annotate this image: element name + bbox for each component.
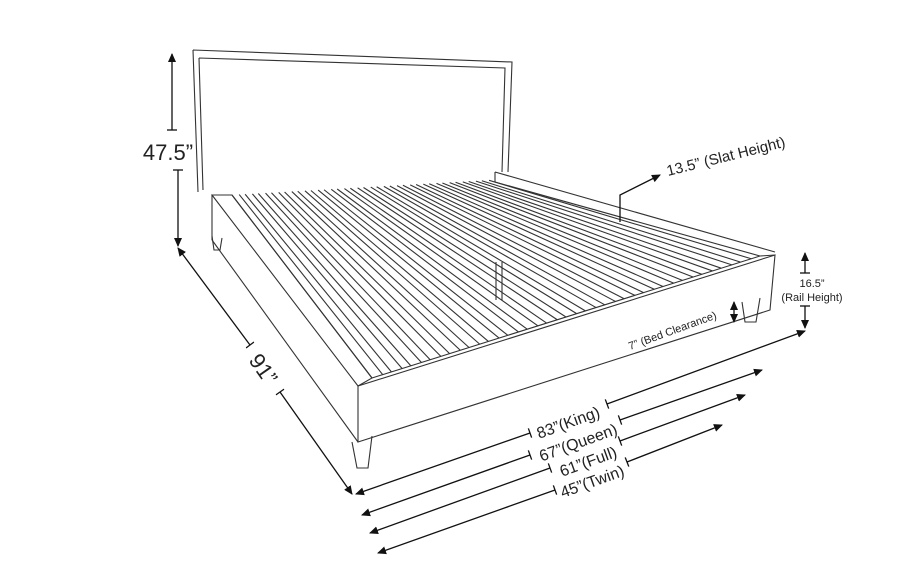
rail-height-label: (Rail Height) [781,292,842,304]
slat-edge [244,193,392,373]
right-leg [741,297,761,323]
slat-edge [383,185,597,309]
back-left-leg [211,235,223,251]
slat-edge [357,187,558,321]
slat-edge [376,186,586,312]
slat-edge [481,180,741,263]
slat-edge [370,186,577,315]
slat-edge [231,194,373,379]
slat-height-label: 13.5” (Slat Height) [665,134,787,180]
rail-height-dimension: 16.5” (Rail Height) [781,252,843,329]
slat-edge [304,190,481,345]
slat-edge [284,191,450,354]
slat-height-callout: 13.5” (Slat Height) [619,134,787,222]
slat-edge [402,184,625,300]
slat-edge [429,183,664,288]
slat-edge [330,188,519,333]
slat-edge [323,189,509,336]
slat-edge [415,184,644,294]
slat-edge [291,191,461,351]
slat-edge [278,191,442,357]
slat-edge [423,183,655,290]
slat-edge [317,189,500,339]
height-dimension: 47.5” [143,53,193,247]
slat-edge [350,187,547,324]
slat-edge [251,193,403,369]
slat-edge [449,182,694,278]
slats [231,179,752,379]
slat-edge [344,188,539,327]
slat-edge [396,185,616,302]
slat-edge [409,184,636,296]
slat-edge [468,180,722,269]
slat-edge [389,185,606,306]
slat-edge [436,182,674,284]
slat-edge [442,182,683,281]
slat-edge [257,193,412,367]
slat-edge [336,188,528,330]
slat-edge [297,190,470,348]
slat-edge [238,194,384,375]
length-dimension: 91” [177,247,353,495]
rail-height-value: 16.5” [799,278,824,290]
slat-edge [271,192,431,361]
length-label: 91” [244,349,283,389]
slat-edge [455,181,702,275]
bed-clearance-dimension: 7” (Bed Clearance) [627,301,738,353]
width-dimensions: 83”(King) 67”(Queen) 61”(Full) 45”(Twin) [355,330,806,555]
slat-edge [265,192,422,363]
slat-edge [310,190,489,342]
slat-edge [475,180,733,266]
slat-edge [363,187,567,318]
height-label: 47.5” [143,140,193,165]
headboard [192,49,513,193]
slat-edge [462,181,713,272]
